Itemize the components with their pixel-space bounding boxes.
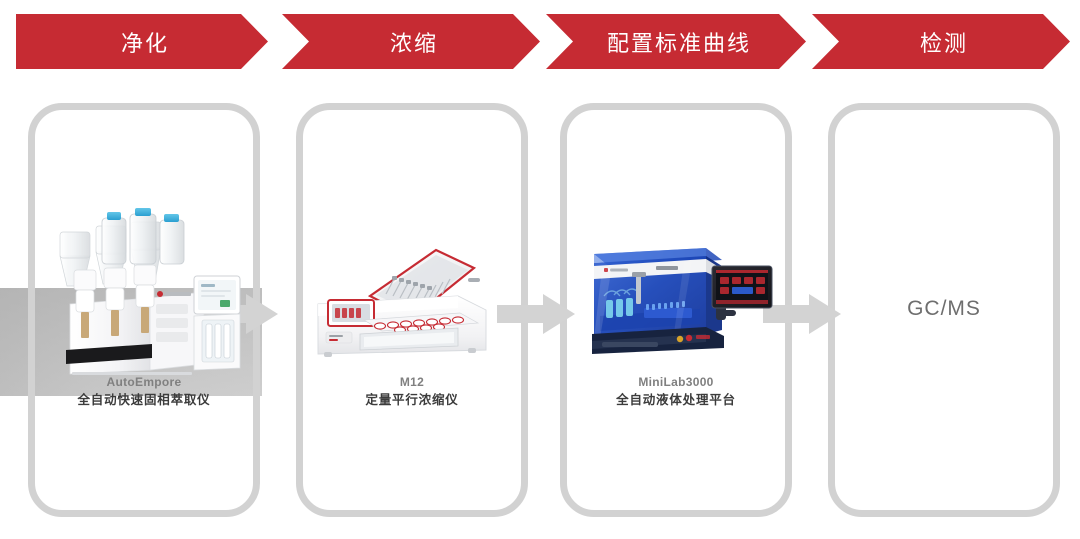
arrow-shaft <box>497 305 547 323</box>
arrow-2-to-3 <box>497 294 575 334</box>
arrow-3-to-4 <box>763 294 841 334</box>
caption-standard-curve: MiniLab3000 全自动液体处理平台 <box>560 374 792 409</box>
process-step-banner: 净化 浓缩 配置标准曲线 检测 <box>0 0 1080 90</box>
arrow-head <box>809 294 841 334</box>
device-name: AutoEmpore <box>106 375 182 389</box>
arrow-head <box>246 294 278 334</box>
device-name: MiniLab3000 <box>638 375 714 389</box>
gcms-text-icon: GC/MS <box>907 297 981 320</box>
step-label: 净化 <box>120 30 169 56</box>
arrow-head <box>543 294 575 334</box>
arrow-shaft <box>763 305 813 323</box>
step-chevron-detection[interactable]: 检测 <box>812 14 1070 69</box>
caption-purification: AutoEmpore 全自动快速固相萃取仪 <box>28 374 260 409</box>
step-label: 浓缩 <box>389 30 438 56</box>
device-description: 全自动快速固相萃取仪 <box>77 393 211 408</box>
spe-extractor-icon <box>52 208 247 383</box>
device-name: M12 <box>399 375 425 389</box>
step-chevron-standard-curve[interactable]: 配置标准曲线 <box>546 14 806 69</box>
device-description: 全自动液体处理平台 <box>616 393 736 408</box>
step-label: 检测 <box>919 30 968 56</box>
caption-concentration: M12 定量平行浓缩仪 <box>296 374 528 409</box>
step-label: 配置标准曲线 <box>606 30 751 56</box>
liquid-handler-icon <box>576 238 776 363</box>
parallel-concentrator-icon <box>308 238 498 363</box>
step-chevron-concentration[interactable]: 浓缩 <box>282 14 540 69</box>
device-description: 定量平行浓缩仪 <box>365 393 459 408</box>
step-chevron-purification[interactable]: 净化 <box>16 14 268 69</box>
